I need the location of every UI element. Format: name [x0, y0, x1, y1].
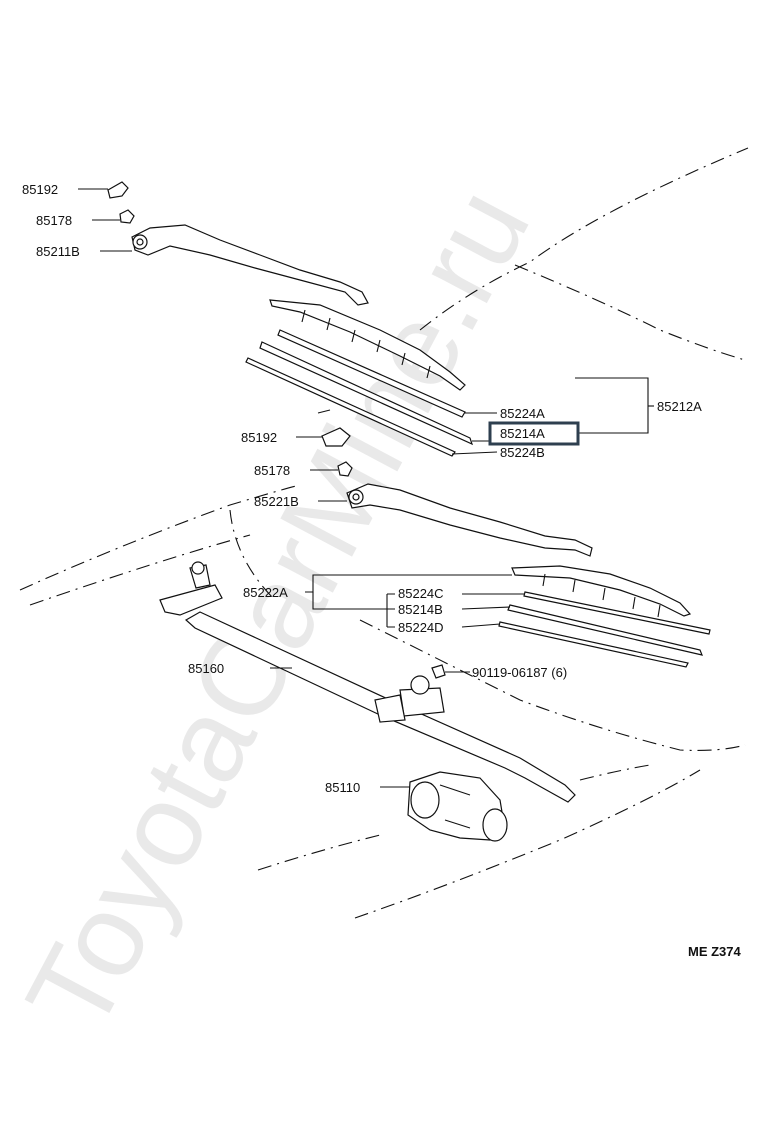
cap-85192-mid [321, 427, 351, 447]
highlight-85214A [488, 421, 580, 446]
label-85178-top[interactable]: 85178 [36, 213, 72, 228]
label-85110[interactable]: 85110 [325, 780, 360, 795]
label-85224C[interactable]: 85224C [398, 586, 444, 601]
wiper-blade-upper [245, 299, 474, 457]
wiper-arm-lower [346, 483, 593, 557]
label-85214A[interactable]: 85214A [500, 426, 545, 441]
label-85214B[interactable]: 85214B [398, 602, 443, 617]
body-outline [19, 147, 749, 919]
label-85224D[interactable]: 85224D [398, 620, 444, 635]
leader-lines [78, 188, 654, 788]
label-85212A[interactable]: 85212A [657, 399, 702, 414]
label-90119-06187[interactable]: 90119-06187 (6) [472, 665, 567, 680]
wiper-motor [407, 771, 508, 842]
label-85192-top[interactable]: 85192 [22, 182, 58, 197]
part-labels: 85192 85178 85211B 85212A 85224A 85214A … [22, 182, 742, 959]
label-85221B[interactable]: 85221B [254, 494, 299, 509]
diagram-code: ME Z374 [688, 944, 742, 959]
cap-85192-top [107, 181, 129, 199]
label-85222A[interactable]: 85222A [243, 585, 288, 600]
nut-85178-top [119, 209, 135, 224]
wiper-arm-upper [131, 224, 369, 306]
label-85160[interactable]: 85160 [188, 661, 224, 676]
label-85192-mid[interactable]: 85192 [241, 430, 277, 445]
label-85224B[interactable]: 85224B [500, 445, 545, 460]
wiper-blade-lower [498, 565, 711, 668]
wiper-linkage [159, 561, 576, 803]
label-85224A[interactable]: 85224A [500, 406, 545, 421]
nut-85178-mid [337, 461, 353, 477]
label-85178-mid[interactable]: 85178 [254, 463, 290, 478]
label-85211B[interactable]: 85211B [36, 244, 80, 259]
